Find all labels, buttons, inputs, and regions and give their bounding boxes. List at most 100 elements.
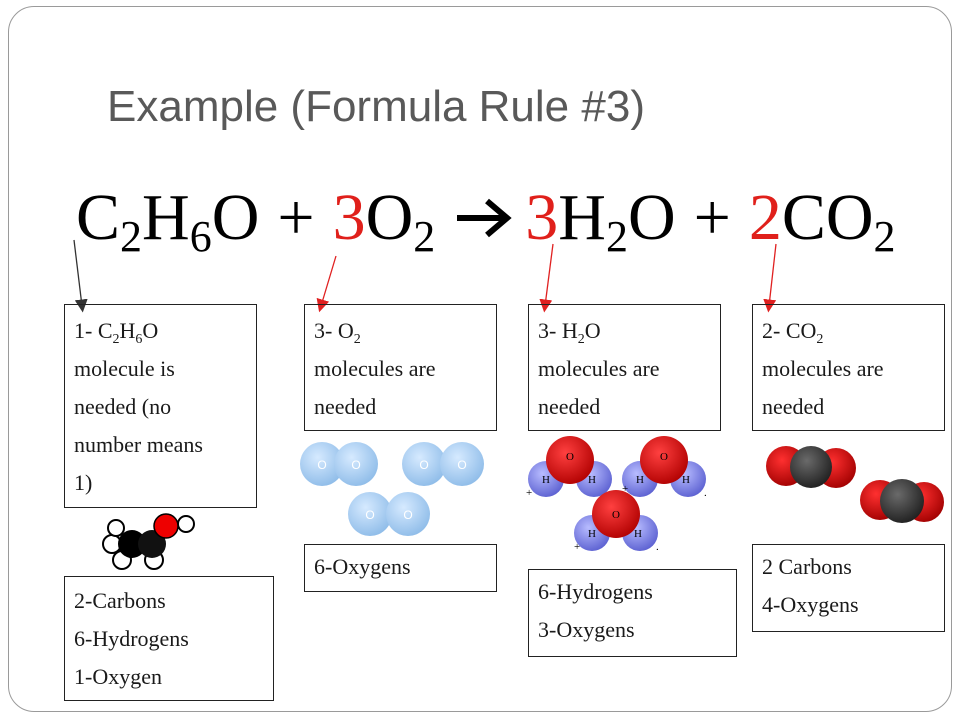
atom-label: O: [403, 508, 412, 522]
eq-o: O: [211, 181, 260, 254]
explanation-box-co2: 2- CO2 molecules are needed: [752, 304, 945, 431]
eq-sub: 2: [120, 212, 143, 261]
pointer-arrow-2: [316, 255, 337, 313]
coefficient: 2: [748, 181, 782, 254]
box-line: needed: [538, 394, 601, 419]
svg-text:+: +: [622, 483, 628, 495]
atom-label: H: [542, 474, 550, 486]
box-line: molecule is: [74, 356, 175, 381]
box-line: molecules are: [538, 356, 660, 381]
svg-text:.: .: [704, 487, 707, 499]
h2o-molecule: O H H + .: [574, 490, 659, 553]
eq-sub: 2: [413, 212, 436, 261]
svg-text:+: +: [526, 487, 532, 499]
eq-c: C: [76, 181, 121, 254]
atom-label: O: [419, 458, 428, 472]
explanation-box-ethanol: 1- C2H6O molecule is needed (no number m…: [64, 304, 257, 508]
product-water: 3H2O: [525, 181, 676, 259]
water-molecules: O H H + O H H + . O H H + .: [526, 436, 707, 553]
o2-molecule: O O: [402, 442, 484, 486]
reactant-ethanol: C2H6O: [76, 181, 260, 259]
box-line: number means: [74, 432, 203, 457]
box-line: needed: [314, 394, 377, 419]
slide-title: Example (Formula Rule #3): [107, 82, 645, 131]
eq-co: CO: [781, 181, 874, 254]
atom-count-box-water: 6-Hydrogens 3-Oxygens: [528, 569, 737, 657]
box-text: O: [142, 318, 159, 343]
coefficient: 3: [332, 181, 366, 254]
o2-molecule: O O: [300, 442, 378, 486]
atom-label: O: [365, 508, 374, 522]
atom-label: H: [588, 528, 596, 540]
o2-molecule: O O: [348, 492, 430, 536]
eq-o: O: [365, 181, 414, 254]
atom-label: O: [660, 451, 668, 463]
atom-count-line: 6-Hydrogens: [74, 626, 189, 651]
ethanol-molecule-model: [102, 513, 195, 570]
eq-sub: 6: [189, 212, 212, 261]
plus-sign: +: [277, 181, 315, 254]
atom-label: O: [317, 458, 326, 472]
explanation-box-oxygen: 3- O2 molecules are needed: [304, 304, 497, 431]
h2o-molecule: O H H + .: [622, 436, 707, 499]
atom-label: H: [588, 474, 596, 486]
box-text: H: [119, 318, 136, 343]
eq-h: H: [142, 181, 190, 254]
slide-frame: [8, 6, 952, 712]
co2-molecule: [766, 446, 856, 488]
pointer-arrow-3: [539, 243, 554, 313]
eq-h: H: [558, 181, 606, 254]
atom-label: O: [457, 458, 466, 472]
box-line: 1): [74, 470, 93, 495]
oxygen-molecules: O O O O O O: [300, 442, 484, 536]
explanation-box-water: 3- H2O molecules are needed: [528, 304, 721, 431]
box-line: needed (no: [74, 394, 172, 419]
box-line: molecules are: [314, 356, 436, 381]
eq-sub: 2: [873, 212, 896, 261]
box-text: 3- H: [538, 318, 578, 343]
atom-count-line: 1-Oxygen: [74, 664, 162, 689]
box-line: needed: [762, 394, 825, 419]
reactant-oxygen: 3O2: [332, 181, 436, 259]
h2o-molecule: O H H +: [526, 436, 612, 499]
atom-count-line: 6-Oxygens: [314, 554, 411, 579]
atom-count-line: 3-Oxygens: [538, 617, 635, 642]
box-text: 2- CO: [762, 318, 817, 343]
co2-molecule: [860, 479, 944, 523]
svg-text:+: +: [574, 541, 580, 553]
atom-count-box-oxygen: 6-Oxygens: [304, 544, 497, 592]
atom-count-line: 2-Carbons: [74, 588, 166, 613]
eq-o: O: [627, 181, 676, 254]
atom-label: H: [682, 474, 690, 486]
box-sub: 2: [816, 332, 824, 347]
pointer-arrow-4: [763, 243, 777, 313]
atom-count-line: 4-Oxygens: [762, 592, 859, 617]
box-sub: 2: [577, 332, 585, 347]
pointer-arrow-1: [73, 239, 88, 313]
box-text: 3- O: [314, 318, 354, 343]
plus-sign: +: [693, 181, 731, 254]
chemical-equation: C2H6O+3O2 3H2O+2CO2: [76, 180, 896, 259]
atom-label: O: [566, 451, 574, 463]
box-sub: 2: [112, 332, 120, 347]
atom-count-box-ethanol: 2-Carbons 6-Hydrogens 1-Oxygen: [64, 576, 274, 701]
box-sub: 2: [353, 332, 361, 347]
atom-label: O: [351, 458, 360, 472]
co2-molecules: [766, 446, 944, 523]
coefficient: 3: [525, 181, 559, 254]
atom-count-line: 2 Carbons: [762, 554, 852, 579]
atom-label: H: [634, 528, 642, 540]
box-line: molecules are: [762, 356, 884, 381]
atom-count-box-co2: 2 Carbons 4-Oxygens: [752, 544, 945, 632]
svg-text:.: .: [656, 541, 659, 553]
atom-label: O: [612, 509, 620, 521]
atom-label: H: [636, 474, 644, 486]
product-co2: 2CO2: [748, 181, 896, 259]
box-sub: 6: [135, 332, 143, 347]
reaction-arrow-icon: [457, 198, 512, 238]
box-text: O: [584, 318, 601, 343]
atom-count-line: 6-Hydrogens: [538, 579, 653, 604]
eq-sub: 2: [605, 212, 628, 261]
box-text: 1- C: [74, 318, 113, 343]
